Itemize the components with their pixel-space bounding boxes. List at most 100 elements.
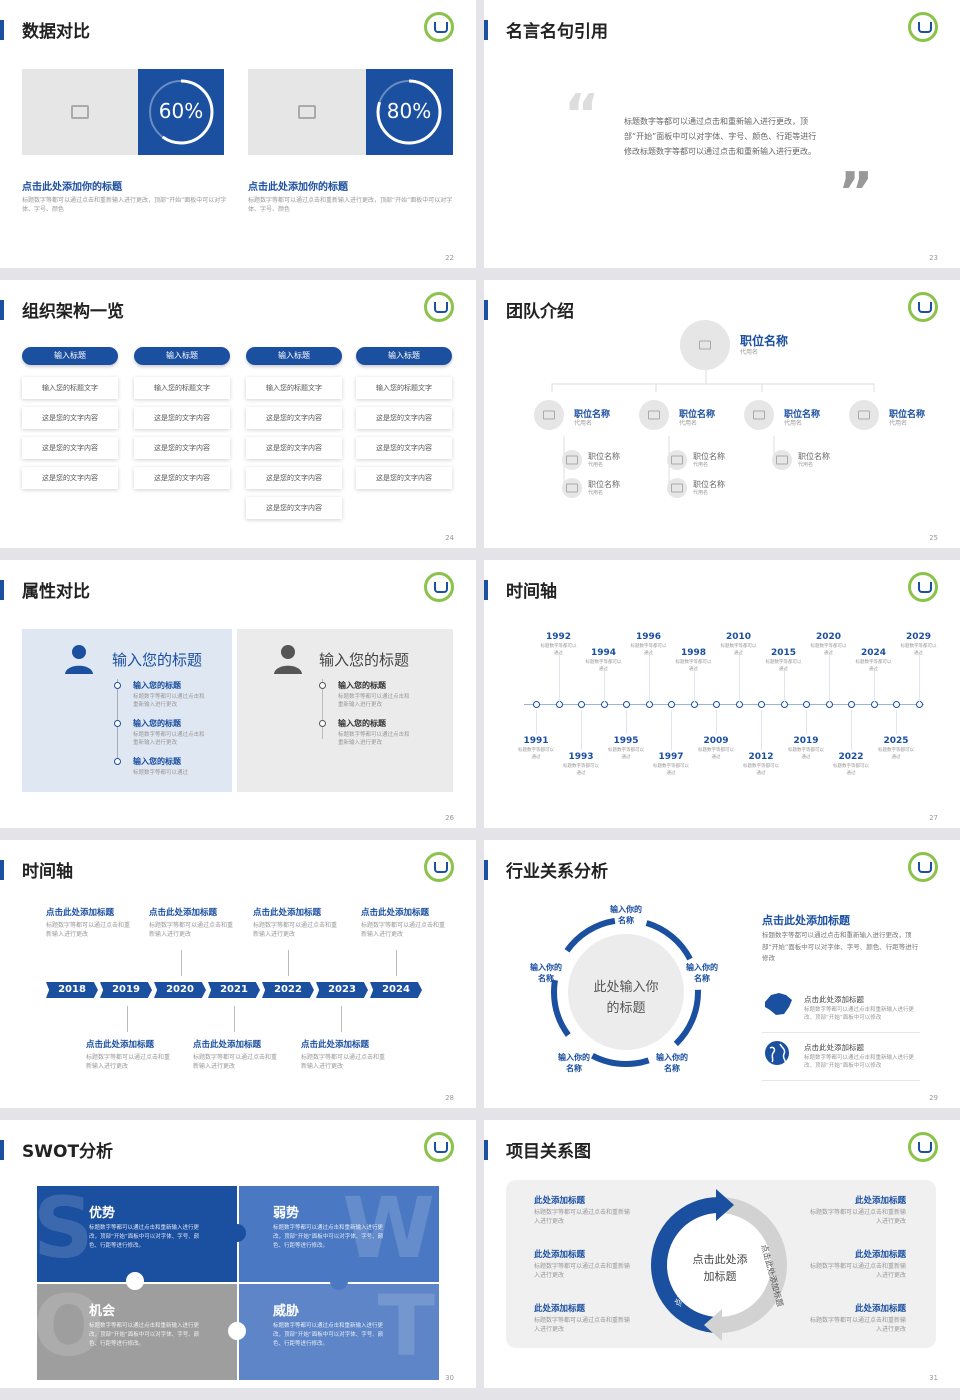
avatar[interactable] xyxy=(849,400,879,430)
item-body: 标题数字等都可以通过点击和重新输入进行更改，顶部“开始”面板中可以修改 xyxy=(804,1055,915,1070)
timeline-node[interactable] xyxy=(645,701,653,708)
cycle-node-label[interactable]: 输入你的名称 xyxy=(656,1053,688,1074)
avatar[interactable] xyxy=(534,400,564,430)
image-icon xyxy=(699,340,711,350)
org-cell[interactable]: 这是您的文字内容 xyxy=(246,467,342,489)
timeline-stem xyxy=(648,654,650,702)
item-body: 标题数字等都可以通过点击和重新输入进行更改 xyxy=(809,1317,906,1333)
timeline-stem xyxy=(626,710,627,734)
item-title: 此处添加标题 xyxy=(854,1304,906,1314)
timeline-node[interactable] xyxy=(668,701,675,708)
timeline-node[interactable] xyxy=(735,701,743,708)
cycle-node-label[interactable]: 输入你的名称 xyxy=(530,963,562,984)
progress-ring xyxy=(376,79,442,145)
timeline-year: 2010 xyxy=(725,632,752,642)
timeline-node[interactable] xyxy=(758,701,765,708)
page-number: 26 xyxy=(445,814,454,822)
event-body: 标题数字等都可以通过点击和重新输入进行更改 xyxy=(86,1054,171,1070)
avatar-small[interactable] xyxy=(562,450,582,470)
timeline-desc: 标题数字等都可以通过 xyxy=(765,660,802,672)
timeline-stem xyxy=(603,670,605,702)
image-placeholder[interactable] xyxy=(22,69,138,155)
year-chevron[interactable]: 2023 xyxy=(316,982,368,998)
role-sub: 代用名 xyxy=(889,420,908,427)
timeline-node[interactable] xyxy=(578,701,585,708)
org-cell[interactable]: 输入您的标题文字 xyxy=(246,377,342,399)
timeline-node[interactable] xyxy=(690,701,698,708)
avatar-small[interactable] xyxy=(562,478,582,498)
year-chevron[interactable]: 2021 xyxy=(208,982,260,998)
timeline-node[interactable] xyxy=(600,701,608,708)
item-body: 标题数字等都可以通过点击和重新输入进行更改 xyxy=(338,694,410,709)
avatar-small[interactable] xyxy=(667,450,687,470)
year-chevron[interactable]: 2019 xyxy=(100,982,152,998)
event-body: 标题数字等都可以通过点击和重新输入进行更改 xyxy=(193,1054,278,1070)
year-chevron[interactable]: 2022 xyxy=(262,982,314,998)
role-name: 职位名称 xyxy=(784,410,821,420)
org-cell[interactable]: 这是您的文字内容 xyxy=(22,437,118,459)
timeline-node[interactable] xyxy=(848,701,855,708)
timeline-node[interactable] xyxy=(555,701,563,708)
avatar[interactable] xyxy=(639,400,669,430)
org-cell[interactable]: 这是您的文字内容 xyxy=(356,467,452,489)
timeline-year: 1993 xyxy=(568,752,594,762)
avatar[interactable] xyxy=(744,400,774,430)
avatar-small[interactable] xyxy=(772,450,792,470)
role-sub-small: 代用名 xyxy=(588,462,604,468)
timeline-node[interactable] xyxy=(893,701,900,708)
slide-industry-relation: 行业关系分析 此处输入你的标题 输入你的名称输入你的名称输入你的名称输入你的名称… xyxy=(484,840,960,1108)
avatar[interactable] xyxy=(680,320,730,370)
cycle-node-label[interactable]: 输入你的名称 xyxy=(558,1053,590,1074)
org-cell[interactable]: 输入您的标题文字 xyxy=(134,377,230,399)
timeline-node[interactable] xyxy=(533,701,540,708)
avatar-small[interactable] xyxy=(667,478,687,498)
timeline-desc: 标题数字等都可以通过 xyxy=(810,644,847,656)
org-cell[interactable]: 这是您的文字内容 xyxy=(134,437,230,459)
timeline-node[interactable] xyxy=(623,701,630,708)
logo-icon xyxy=(424,852,454,882)
org-cell[interactable]: 这是您的文字内容 xyxy=(22,407,118,429)
timeline-node[interactable] xyxy=(803,701,810,708)
timeline-node[interactable] xyxy=(713,701,720,708)
column-header-pill[interactable]: 输入标题 xyxy=(246,347,342,365)
percent-label: 60% xyxy=(158,99,204,123)
timeline-node[interactable] xyxy=(870,701,878,708)
image-icon xyxy=(648,410,660,420)
org-cell[interactable]: 这是您的文字内容 xyxy=(356,437,452,459)
card-heading: 点击此处添加你的标题 xyxy=(248,182,348,193)
puzzle-knob xyxy=(228,1322,246,1340)
puzzle-knob xyxy=(228,1224,246,1242)
image-placeholder[interactable] xyxy=(248,69,366,155)
column-header-pill[interactable]: 输入标题 xyxy=(356,347,452,365)
item-body: 标题数字等都可以通过 xyxy=(133,770,189,776)
timeline-year: 1997 xyxy=(658,752,684,762)
column-header-pill[interactable]: 输入标题 xyxy=(22,347,118,365)
org-cell[interactable]: 输入您的标题文字 xyxy=(22,377,118,399)
org-cell[interactable]: 这是您的文字内容 xyxy=(22,467,118,489)
year-chevron[interactable]: 2020 xyxy=(154,982,206,998)
org-cell[interactable]: 这是您的文字内容 xyxy=(246,407,342,429)
cycle-node-label[interactable]: 输入你的名称 xyxy=(686,963,718,984)
timeline-node[interactable] xyxy=(915,701,923,708)
org-cell[interactable]: 输入您的标题文字 xyxy=(356,377,452,399)
page-number: 27 xyxy=(929,814,938,822)
org-cell[interactable]: 这是您的文字内容 xyxy=(356,407,452,429)
org-cell[interactable]: 这是您的文字内容 xyxy=(246,437,342,459)
year-chevron[interactable]: 2024 xyxy=(370,982,422,998)
timeline-node[interactable] xyxy=(780,701,788,708)
org-cell[interactable]: 这是您的文字内容 xyxy=(134,407,230,429)
year-chevron[interactable]: 2018 xyxy=(46,982,98,998)
timeline-stem xyxy=(896,710,897,734)
slide-title: 行业关系分析 xyxy=(506,862,608,882)
cycle-node-label[interactable]: 输入你的名称 xyxy=(610,905,642,926)
column-header-pill[interactable]: 输入标题 xyxy=(134,347,230,365)
org-cell[interactable]: 这是您的文字内容 xyxy=(246,497,342,519)
item-body: 标题数字等都可以通过点击和重新输入进行更改，顶部“开始”面板中可以修改 xyxy=(804,1007,915,1022)
timeline-node[interactable] xyxy=(825,701,833,708)
org-cell[interactable]: 这是您的文字内容 xyxy=(134,467,230,489)
item-title: 点击此处添加标题 xyxy=(804,995,864,1004)
